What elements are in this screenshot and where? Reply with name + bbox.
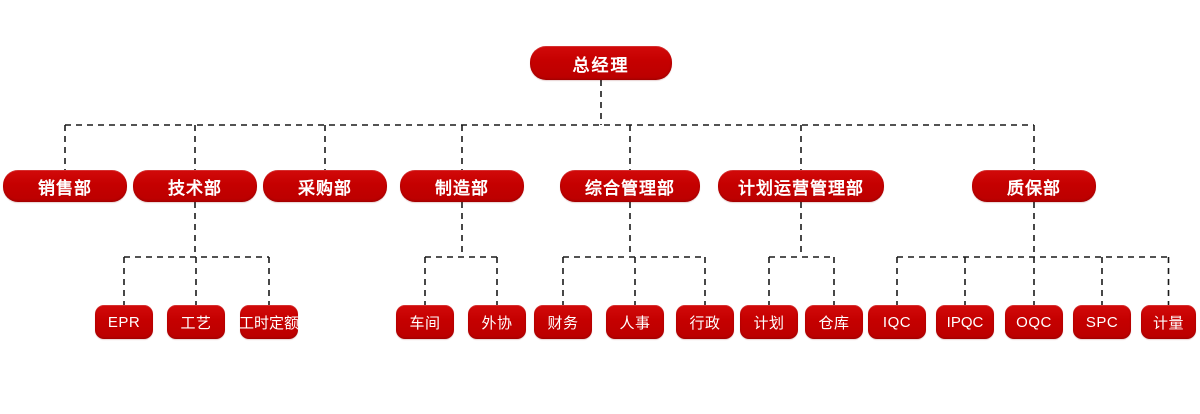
- org-node-spc[interactable]: SPC: [1073, 305, 1131, 339]
- org-node-outsource[interactable]: 外协: [468, 305, 526, 339]
- org-node-admin[interactable]: 行政: [676, 305, 734, 339]
- org-node-oqc[interactable]: OQC: [1005, 305, 1063, 339]
- org-node-technology[interactable]: 技术部: [133, 170, 257, 202]
- org-node-process[interactable]: 工艺: [167, 305, 225, 339]
- org-node-man-hour[interactable]: 工时定额: [239, 305, 299, 339]
- org-node-sales[interactable]: 销售部: [3, 170, 127, 202]
- org-node-ipqc[interactable]: IPQC: [936, 305, 994, 339]
- org-node-iqc[interactable]: IQC: [868, 305, 926, 339]
- org-node-hr[interactable]: 人事: [606, 305, 664, 339]
- org-node-general-mgmt[interactable]: 综合管理部: [560, 170, 700, 202]
- org-node-metrology[interactable]: 计量: [1141, 305, 1196, 339]
- org-node-quality[interactable]: 质保部: [972, 170, 1096, 202]
- org-node-plan[interactable]: 计划: [740, 305, 798, 339]
- org-node-manufacture[interactable]: 制造部: [400, 170, 524, 202]
- org-node-warehouse[interactable]: 仓库: [805, 305, 863, 339]
- org-node-workshop[interactable]: 车间: [396, 305, 454, 339]
- org-node-finance[interactable]: 财务: [534, 305, 592, 339]
- org-node-epr[interactable]: EPR: [95, 305, 153, 339]
- org-node-planning-ops[interactable]: 计划运营管理部: [718, 170, 884, 202]
- org-node-procurement[interactable]: 采购部: [263, 170, 387, 202]
- org-node-root[interactable]: 总经理: [530, 46, 672, 80]
